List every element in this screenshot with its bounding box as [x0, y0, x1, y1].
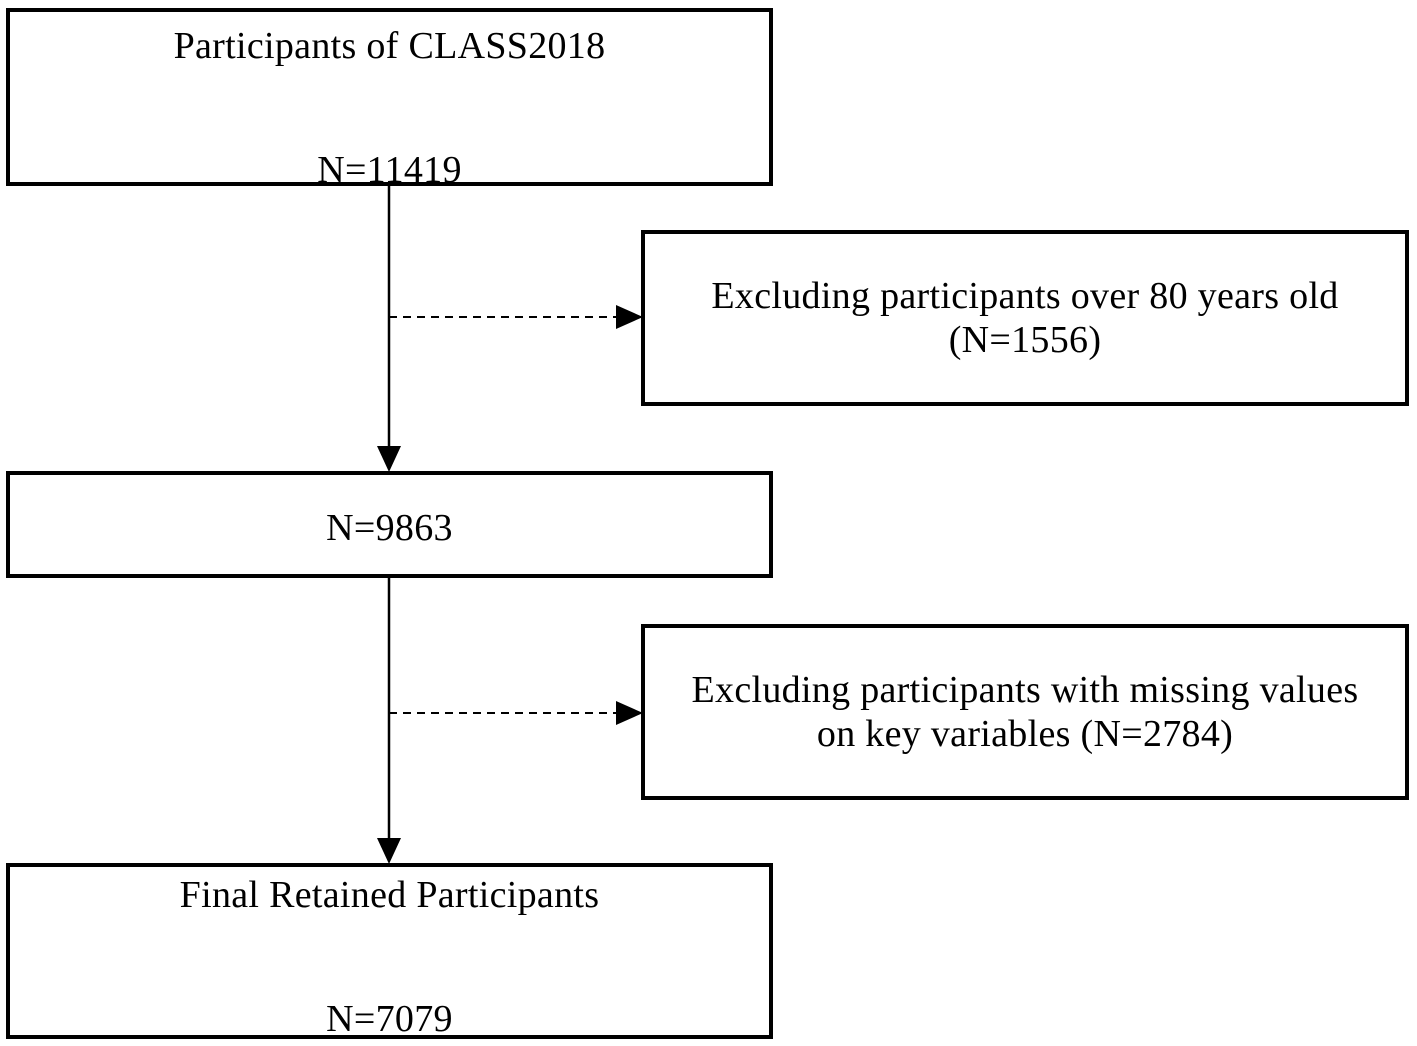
final-participants-box: Final Retained Participants N=7079 [6, 863, 773, 1040]
final-participants-title: Final Retained Participants [179, 874, 600, 916]
exclusion-age-line-1: Excluding participants over 80 years old [711, 275, 1339, 317]
exclusion-missing-values-line-2: on key variables (N=2784) [816, 713, 1234, 755]
initial-participants-title: Participants of CLASS2018 [173, 25, 606, 67]
final-participants-count: N=7079 [326, 998, 453, 1040]
exclusion-missing-values-box: Excluding participants with missing valu… [641, 624, 1409, 800]
flow-arrowhead-1 [377, 446, 401, 472]
initial-participants-box: Participants of CLASS2018 N=11419 [6, 8, 773, 191]
exclusion-missing-values-line-1: Excluding participants with missing valu… [691, 669, 1359, 711]
intermediate-participants-count: N=9863 [326, 507, 453, 549]
exclusion-arrowhead-1 [616, 305, 643, 329]
initial-participants-count: N=11419 [317, 149, 462, 191]
exclusion-age-box: Excluding participants over 80 years old… [641, 230, 1409, 406]
exclusion-arrowhead-2 [616, 701, 643, 725]
flow-arrowhead-2 [377, 838, 401, 864]
intermediate-participants-box: N=9863 [6, 471, 773, 578]
exclusion-age-line-2: (N=1556) [948, 319, 1102, 361]
